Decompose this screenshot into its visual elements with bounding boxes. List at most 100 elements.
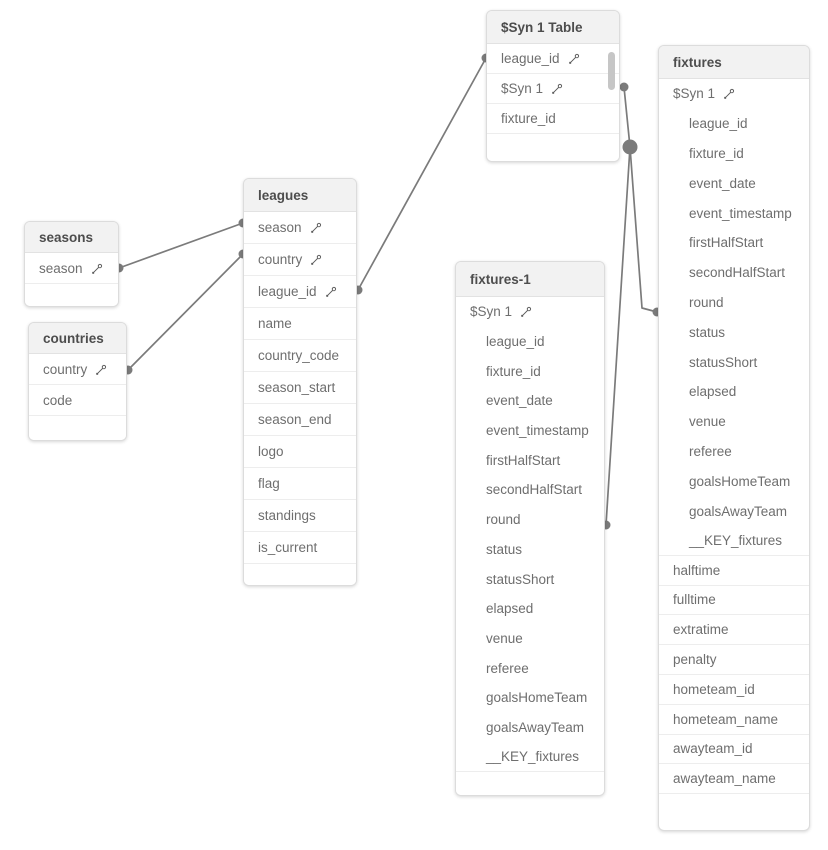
field-row[interactable]: season bbox=[244, 212, 356, 244]
field-row[interactable]: elapsed bbox=[456, 593, 604, 624]
field-row[interactable]: fixture_id bbox=[456, 356, 604, 387]
field-name: __KEY_fixtures bbox=[689, 532, 783, 548]
field-name: halftime bbox=[673, 562, 721, 578]
table-countries[interactable]: countries country code bbox=[28, 322, 127, 441]
field-row[interactable]: elapsed bbox=[659, 376, 809, 407]
field-row[interactable]: firstHalfStart bbox=[659, 227, 809, 258]
field-row[interactable]: season_end bbox=[244, 404, 356, 436]
field-row[interactable]: statusShort bbox=[456, 564, 604, 594]
field-row[interactable]: hometeam_name bbox=[659, 704, 809, 735]
field-row[interactable]: $Syn 1 bbox=[659, 79, 809, 109]
field-row[interactable]: goalsAwayTeam bbox=[659, 496, 809, 526]
field-row[interactable]: logo bbox=[244, 436, 356, 468]
field-row[interactable]: status bbox=[659, 317, 809, 348]
relationship-link[interactable] bbox=[357, 57, 487, 291]
field-row[interactable]: referee bbox=[659, 436, 809, 467]
relationship-link[interactable] bbox=[605, 146, 631, 526]
table-title[interactable]: seasons bbox=[25, 222, 118, 253]
field-row[interactable]: league_id bbox=[456, 326, 604, 357]
field-row[interactable]: secondHalfStart bbox=[456, 475, 604, 505]
table-title[interactable]: fixtures-1 bbox=[456, 262, 604, 297]
field-row[interactable]: venue bbox=[659, 406, 809, 437]
key-icon bbox=[519, 306, 532, 319]
field-row[interactable]: venue bbox=[456, 623, 604, 654]
field-name: event_timestamp bbox=[689, 205, 792, 221]
field-row[interactable]: flag bbox=[244, 468, 356, 500]
table-title[interactable]: leagues bbox=[244, 179, 356, 212]
field-row[interactable]: __KEY_fixtures bbox=[456, 742, 604, 772]
field-row[interactable]: halftime bbox=[659, 555, 809, 586]
table-scrollbar-thumb[interactable] bbox=[608, 52, 615, 90]
field-name: event_date bbox=[486, 393, 553, 409]
field-name: league_id bbox=[689, 116, 748, 132]
link-endpoint-dot[interactable] bbox=[619, 82, 629, 92]
field-name: secondHalfStart bbox=[689, 265, 786, 281]
relationship-link[interactable] bbox=[118, 222, 244, 269]
field-row[interactable]: country bbox=[244, 244, 356, 276]
field-name: venue bbox=[689, 414, 726, 430]
field-row[interactable]: country_code bbox=[244, 340, 356, 372]
field-row[interactable]: is_current bbox=[244, 532, 356, 564]
table-title[interactable]: countries bbox=[29, 323, 126, 354]
field-row[interactable]: league_id bbox=[659, 108, 809, 139]
field-row[interactable]: event_date bbox=[456, 386, 604, 416]
field-row[interactable]: round bbox=[659, 287, 809, 318]
field-row[interactable]: season_start bbox=[244, 372, 356, 404]
field-name: venue bbox=[486, 630, 523, 646]
field-name: statusShort bbox=[689, 354, 758, 370]
table-title[interactable]: $Syn 1 Table bbox=[487, 11, 619, 44]
field-row[interactable]: event_timestamp bbox=[659, 198, 809, 228]
field-name: penalty bbox=[673, 652, 717, 668]
field-name: country bbox=[43, 361, 88, 377]
field-row[interactable]: goalsAwayTeam bbox=[456, 712, 604, 743]
field-row[interactable]: event_date bbox=[659, 168, 809, 199]
key-icon bbox=[309, 254, 322, 267]
field-row[interactable]: secondHalfStart bbox=[659, 257, 809, 288]
field-row[interactable]: fulltime bbox=[659, 585, 809, 616]
field-row[interactable]: standings bbox=[244, 500, 356, 532]
field-row[interactable]: statusShort bbox=[659, 347, 809, 377]
field-row[interactable]: referee bbox=[456, 653, 604, 683]
relationship-link[interactable] bbox=[623, 86, 631, 148]
field-name: hometeam_name bbox=[673, 711, 779, 727]
field-row[interactable]: season bbox=[25, 253, 118, 284]
field-row[interactable]: code bbox=[29, 385, 126, 416]
field-row[interactable]: hometeam_id bbox=[659, 674, 809, 705]
relationship-link[interactable] bbox=[127, 253, 244, 371]
field-name: is_current bbox=[258, 540, 318, 555]
field-row[interactable]: awayteam_name bbox=[659, 764, 809, 795]
field-name: fixture_id bbox=[486, 363, 541, 379]
field-name: name bbox=[258, 316, 292, 331]
table-title[interactable]: fixtures bbox=[659, 46, 809, 79]
field-row[interactable]: status bbox=[456, 534, 604, 565]
field-name: elapsed bbox=[486, 601, 534, 617]
field-row[interactable]: goalsHomeTeam bbox=[659, 466, 809, 497]
field-row[interactable]: __KEY_fixtures bbox=[659, 525, 809, 556]
field-row[interactable]: firstHalfStart bbox=[456, 445, 604, 476]
key-icon bbox=[94, 364, 107, 377]
field-row[interactable]: $Syn 1 bbox=[456, 297, 604, 327]
field-row[interactable]: penalty bbox=[659, 645, 809, 675]
field-name: awayteam_id bbox=[673, 741, 753, 757]
field-row[interactable]: awayteam_id bbox=[659, 734, 809, 765]
field-row[interactable]: $Syn 1 bbox=[487, 74, 619, 104]
field-row[interactable]: league_id bbox=[487, 44, 619, 74]
field-row[interactable]: country bbox=[29, 354, 126, 385]
field-row-empty bbox=[659, 794, 809, 824]
field-row[interactable]: fixture_id bbox=[487, 104, 619, 134]
link-endpoint-dot[interactable] bbox=[622, 139, 638, 155]
field-row[interactable]: round bbox=[456, 504, 604, 535]
relationship-link[interactable] bbox=[629, 146, 658, 313]
field-row[interactable]: event_timestamp bbox=[456, 415, 604, 446]
field-row[interactable]: goalsHomeTeam bbox=[456, 682, 604, 713]
field-row[interactable]: fixture_id bbox=[659, 138, 809, 169]
field-row[interactable]: extratime bbox=[659, 615, 809, 646]
field-row[interactable]: league_id bbox=[244, 276, 356, 308]
field-row[interactable]: name bbox=[244, 308, 356, 340]
